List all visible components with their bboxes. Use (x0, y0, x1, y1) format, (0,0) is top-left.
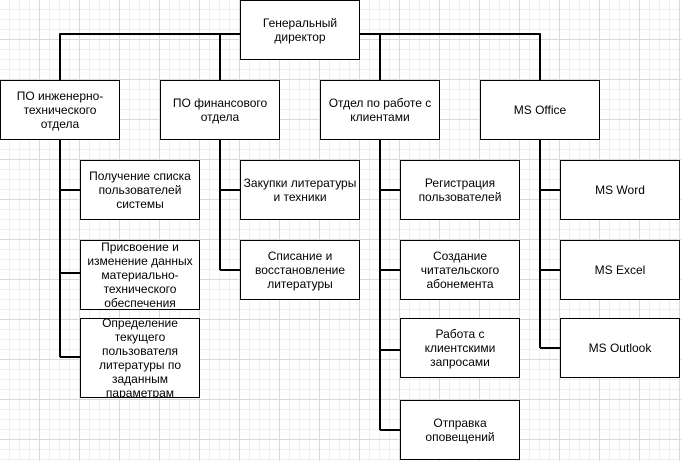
node-task-registration: Регистрация пользователей (400, 160, 520, 220)
node-task-current-user: Определение текущего пользователя литера… (80, 318, 200, 398)
connector-dept-3-children (379, 140, 400, 431)
node-app-ms-word: MS Word (560, 160, 680, 220)
connector-root-dept-4 (360, 33, 541, 80)
node-task-material-data: Присвоение и изменение данных материальн… (80, 240, 200, 310)
node-task-requests: Работа с клиентскими запросами (400, 318, 520, 378)
node-task-user-list: Получение списка пользователей системы (80, 160, 200, 220)
node-root: Генеральный директор (240, 0, 360, 60)
connector-root-dept-3 (360, 33, 381, 80)
node-task-notifications: Отправка оповещений (400, 400, 520, 460)
node-app-ms-excel: MS Excel (560, 240, 680, 300)
node-app-ms-outlook: MS Outlook (560, 318, 680, 378)
node-task-subscription: Создание читательского абонемента (400, 240, 520, 300)
connector-dept-4-children (539, 140, 560, 349)
connector-root-dept-1 (59, 33, 240, 80)
connector-root-dept-2 (219, 33, 240, 80)
node-task-write-off: Списание и восстановление литературы (240, 240, 360, 300)
connector-dept-2-children (219, 140, 240, 271)
node-dept-clients: Отдел по работе с клиентами (320, 80, 440, 140)
node-dept-ms-office: MS Office (480, 80, 600, 140)
node-task-purchases: Закупки литературы и техники (240, 160, 360, 220)
node-dept-finance: ПО финансового отдела (160, 80, 280, 140)
node-dept-engineering: ПО инженерно-технического отдела (0, 80, 120, 140)
connector-dept-1-children (59, 140, 80, 358)
